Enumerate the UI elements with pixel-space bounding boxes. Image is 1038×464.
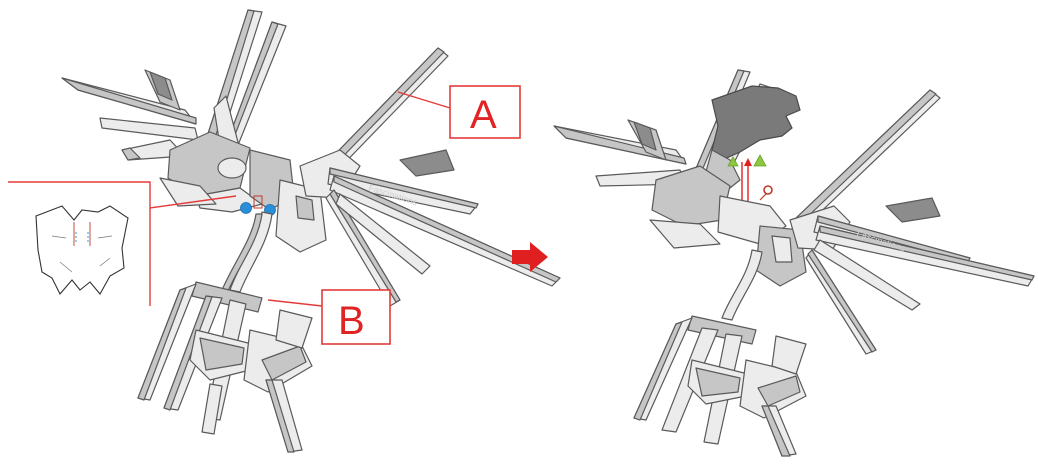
- callout-b-label: B: [338, 299, 365, 343]
- right-spine: [721, 249, 763, 321]
- left-legs: [137, 281, 313, 453]
- step-arrow: [512, 242, 548, 272]
- left-spine: [221, 211, 273, 293]
- guide-triangle-left: [727, 156, 739, 167]
- left-wing-top-blades: [203, 9, 287, 161]
- guide-triangle-right: [753, 154, 767, 167]
- callout-a: A: [397, 85, 521, 139]
- inset-part-outline: [35, 205, 129, 295]
- right-figure: Fascinations: [553, 69, 1035, 457]
- callout-b: B: [267, 289, 391, 345]
- right-wing-right: Fascinations: [789, 89, 1035, 355]
- right-legs: [633, 315, 807, 457]
- right-body-hub: [649, 165, 807, 287]
- connector-dot-left: [240, 202, 252, 214]
- connector-tab: [253, 195, 263, 209]
- detail-inset: [8, 181, 237, 306]
- right-wing-upper-left: [553, 119, 687, 187]
- left-body-hub: [159, 131, 327, 253]
- left-figure: Fascinations: [8, 9, 561, 453]
- callout-a-label: A: [470, 93, 497, 137]
- left-wing-right-A: Fascinations: [299, 47, 561, 307]
